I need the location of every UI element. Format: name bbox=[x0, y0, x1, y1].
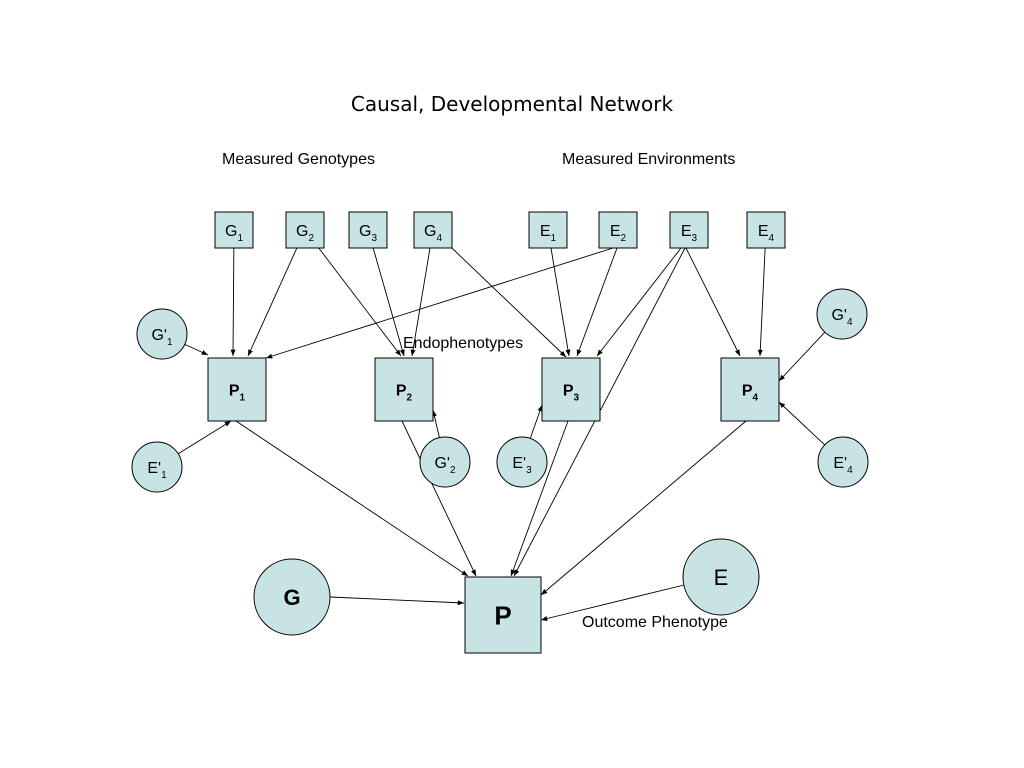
node-gp1-shape bbox=[136, 308, 188, 360]
outcome-phenotype-label: Outcome Phenotype bbox=[582, 614, 728, 631]
edge-e3-to-p4 bbox=[685, 247, 741, 357]
node-g1-label: G1 bbox=[225, 223, 243, 244]
node-e4: E4 bbox=[746, 211, 786, 249]
node-g1: G1 bbox=[214, 211, 254, 249]
node-p: P bbox=[464, 576, 542, 654]
node-gp4-shape bbox=[816, 288, 868, 340]
edge-g1-to-p1 bbox=[230, 247, 236, 357]
node-ep1-shape bbox=[131, 441, 183, 493]
node-g3-label: G3 bbox=[359, 223, 377, 244]
measured-environments-label: Measured Environments bbox=[562, 151, 736, 168]
node-p-label: P bbox=[494, 600, 511, 630]
node-e4-shape bbox=[746, 211, 786, 249]
node-e: E bbox=[682, 538, 760, 616]
edge-ep3-to-p3 bbox=[529, 404, 543, 439]
node-e2-label: E2 bbox=[610, 223, 627, 244]
edge-ep1-to-p1 bbox=[177, 420, 232, 455]
edge-g4-to-p2 bbox=[410, 247, 431, 357]
edge-p2-to-p bbox=[401, 420, 477, 577]
node-p1-shape bbox=[207, 357, 267, 422]
node-gp4: G'4 bbox=[816, 288, 868, 340]
edge-gp1-to-p1 bbox=[184, 343, 209, 356]
node-e3-label: E3 bbox=[681, 223, 698, 244]
node-g1-shape bbox=[214, 211, 254, 249]
edge-p1-to-p bbox=[235, 420, 469, 577]
edge-p3-to-p bbox=[510, 420, 569, 577]
node-g2-label: G2 bbox=[296, 223, 314, 244]
measured-genotypes-label: Measured Genotypes bbox=[222, 151, 375, 168]
node-e1: E1 bbox=[528, 211, 568, 249]
node-g4-label: G4 bbox=[424, 223, 442, 244]
node-ep3: E'3 bbox=[496, 436, 548, 488]
node-gp1-label: G'1 bbox=[151, 327, 173, 348]
edge-g-to-p bbox=[329, 596, 465, 606]
edge-e1-to-p3 bbox=[550, 247, 571, 357]
node-ep4: E'4 bbox=[817, 436, 869, 488]
node-gp2-shape bbox=[419, 436, 471, 488]
node-gp2: G'2 bbox=[419, 436, 471, 488]
node-e1-shape bbox=[528, 211, 568, 249]
node-g3-shape bbox=[348, 211, 388, 249]
node-p-shape bbox=[464, 576, 542, 654]
node-e4-label: E4 bbox=[758, 223, 775, 244]
node-p4-label: P4 bbox=[742, 382, 759, 403]
node-gp4-label: G'4 bbox=[831, 307, 853, 328]
edge-g2-to-p1 bbox=[247, 247, 298, 357]
node-p2-label: P2 bbox=[396, 382, 413, 403]
node-g4: G4 bbox=[413, 211, 453, 249]
edge-e2-to-p3 bbox=[576, 247, 618, 357]
edge-e2-to-p1 bbox=[265, 247, 614, 359]
node-g2-shape bbox=[285, 211, 325, 249]
edge-g4-to-p3 bbox=[451, 247, 567, 358]
node-e3: E3 bbox=[669, 211, 709, 249]
node-e1-label: E1 bbox=[540, 223, 557, 244]
node-p3-shape bbox=[541, 357, 601, 422]
node-g3: G3 bbox=[348, 211, 388, 249]
node-ep4-shape bbox=[817, 436, 869, 488]
node-p1-label: P1 bbox=[229, 382, 246, 403]
node-ep3-label: E'3 bbox=[512, 455, 532, 476]
node-p4: P4 bbox=[720, 357, 780, 422]
edge-ep4-to-p4 bbox=[778, 401, 826, 446]
node-ep4-label: E'4 bbox=[833, 455, 853, 476]
node-ep3-shape bbox=[496, 436, 548, 488]
edge-gp2-to-p2 bbox=[431, 409, 440, 438]
slide-title: Causal, Developmental Network bbox=[350, 92, 674, 116]
node-gp1: G'1 bbox=[136, 308, 188, 360]
node-e-shape bbox=[682, 538, 760, 616]
node-p2: P2 bbox=[374, 357, 434, 422]
edges-layer bbox=[177, 247, 826, 621]
endophenotypes-label: Endophenotypes bbox=[403, 335, 523, 352]
node-gp2-label: G'2 bbox=[434, 455, 456, 476]
node-g4-shape bbox=[413, 211, 453, 249]
edge-gp4-to-p4 bbox=[778, 331, 826, 382]
node-e2: E2 bbox=[598, 211, 638, 249]
node-ep1-label: E'1 bbox=[147, 460, 167, 481]
edge-e-to-p bbox=[540, 584, 685, 621]
node-p3-label: P3 bbox=[563, 382, 580, 403]
node-p2-shape bbox=[374, 357, 434, 422]
node-p3: P3 bbox=[541, 357, 601, 422]
node-g-label: G bbox=[283, 585, 300, 610]
edge-e4-to-p4 bbox=[757, 247, 766, 357]
node-g-shape bbox=[253, 558, 331, 636]
node-e2-shape bbox=[598, 211, 638, 249]
node-p4-shape bbox=[720, 357, 780, 422]
node-g2: G2 bbox=[285, 211, 325, 249]
edge-p4-to-p bbox=[540, 420, 747, 596]
node-e-label: E bbox=[714, 565, 729, 590]
node-g: G bbox=[253, 558, 331, 636]
node-e3-shape bbox=[669, 211, 709, 249]
edge-e3-to-p3 bbox=[596, 247, 682, 357]
edge-g2-to-p2 bbox=[318, 247, 402, 357]
edge-g3-to-p2 bbox=[372, 247, 405, 357]
node-p1: P1 bbox=[207, 357, 267, 422]
node-ep1: E'1 bbox=[131, 441, 183, 493]
